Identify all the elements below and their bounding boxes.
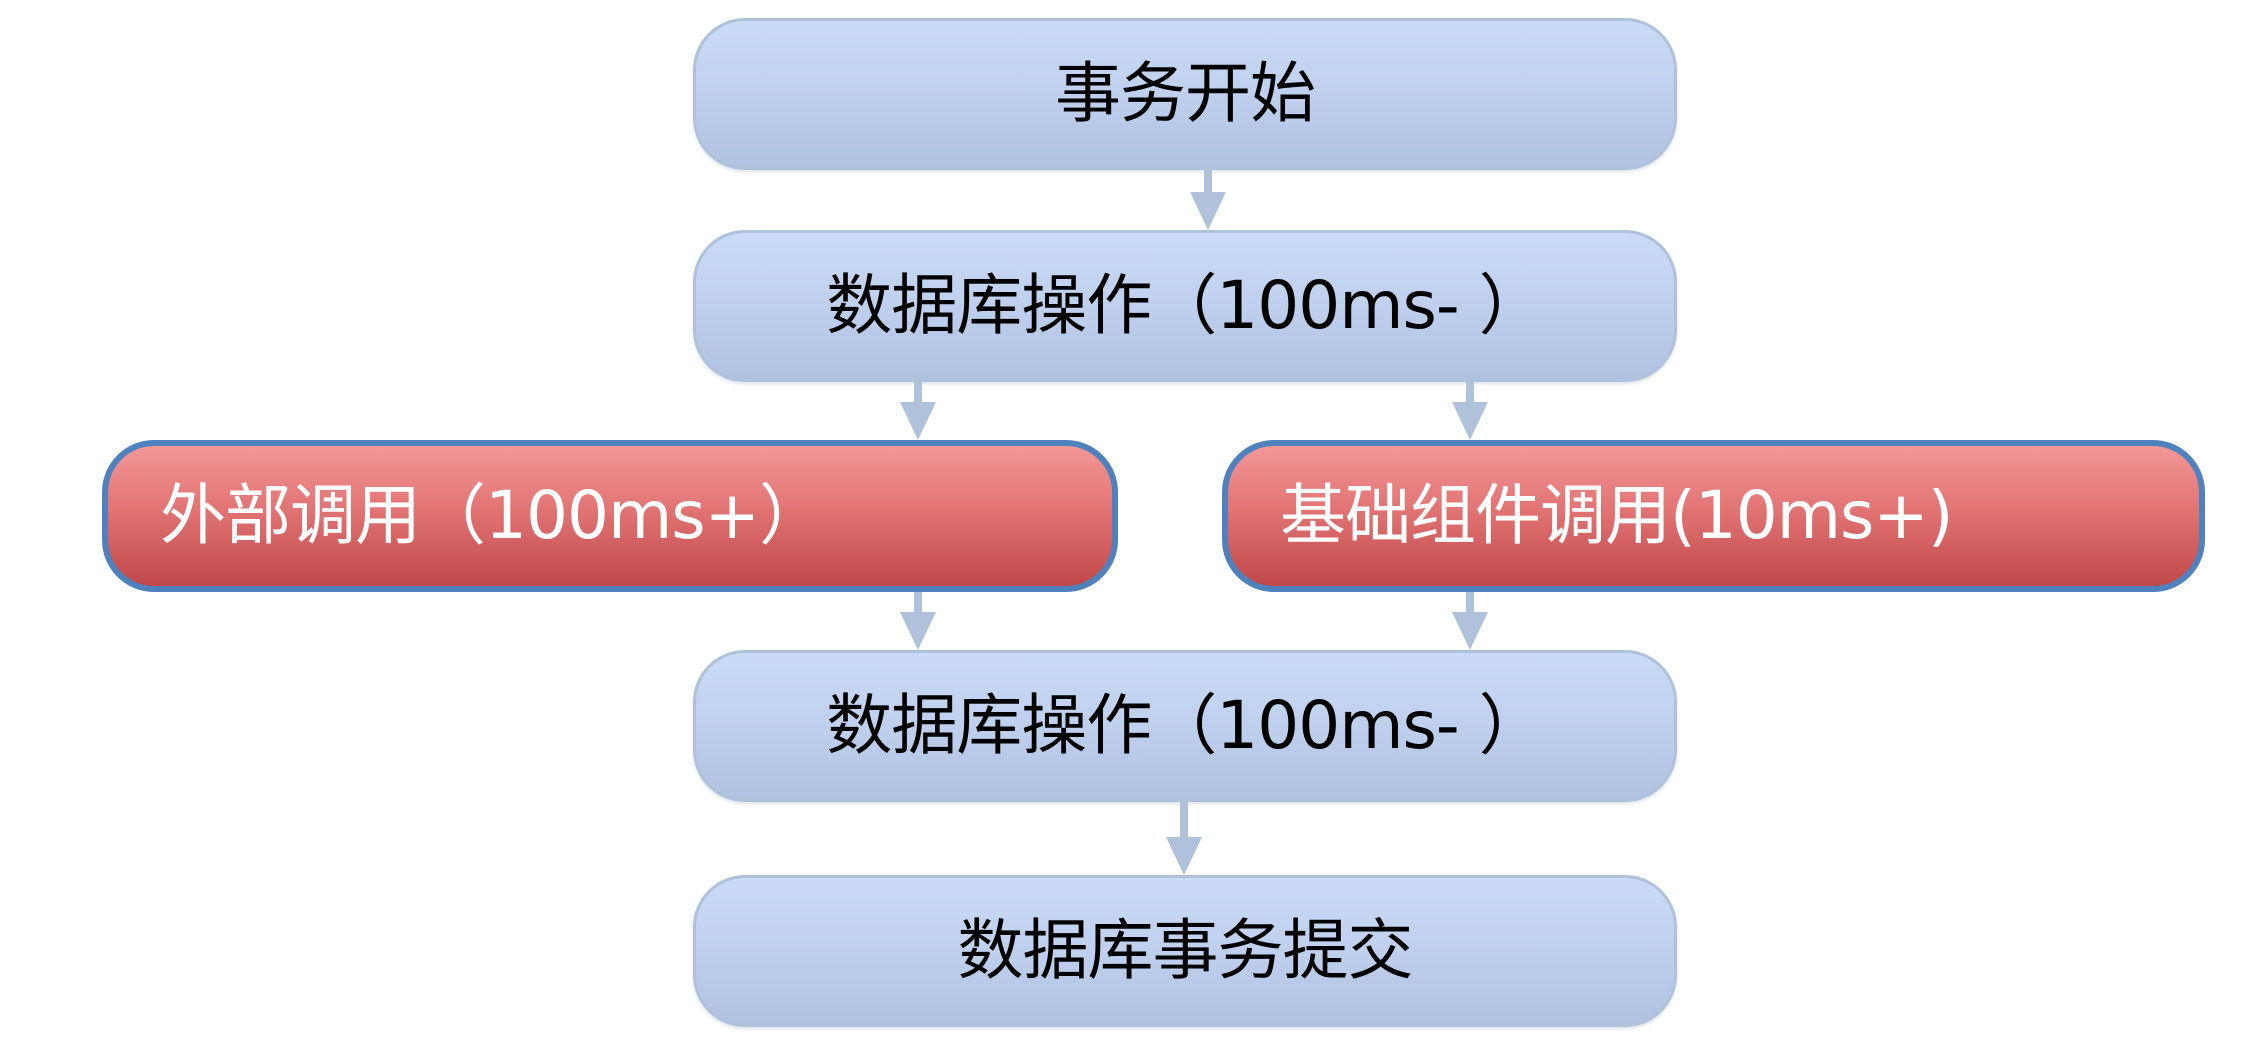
node-db-operation-1: 数据库操作（100ms- ） bbox=[693, 230, 1677, 382]
node-transaction-start: 事务开始 bbox=[693, 18, 1677, 170]
arrow-down-icon bbox=[1188, 170, 1228, 230]
arrow-down-icon bbox=[1450, 382, 1490, 440]
node-label: 外部调用（100ms+） bbox=[160, 477, 825, 554]
node-external-call: 外部调用（100ms+） bbox=[102, 440, 1118, 592]
node-transaction-commit: 数据库事务提交 bbox=[693, 875, 1677, 1027]
node-db-operation-2: 数据库操作（100ms- ） bbox=[693, 650, 1677, 802]
node-label: 数据库事务提交 bbox=[957, 912, 1414, 989]
node-label: 数据库操作（100ms- ） bbox=[826, 267, 1544, 344]
node-label: 事务开始 bbox=[1055, 55, 1316, 132]
arrow-down-icon bbox=[1450, 592, 1490, 650]
node-label: 基础组件调用(10ms+) bbox=[1280, 477, 1953, 554]
arrow-down-icon bbox=[898, 592, 938, 650]
node-component-call: 基础组件调用(10ms+) bbox=[1222, 440, 2205, 592]
arrow-down-icon bbox=[1164, 802, 1204, 875]
node-label: 数据库操作（100ms- ） bbox=[826, 687, 1544, 764]
arrow-down-icon bbox=[898, 382, 938, 440]
